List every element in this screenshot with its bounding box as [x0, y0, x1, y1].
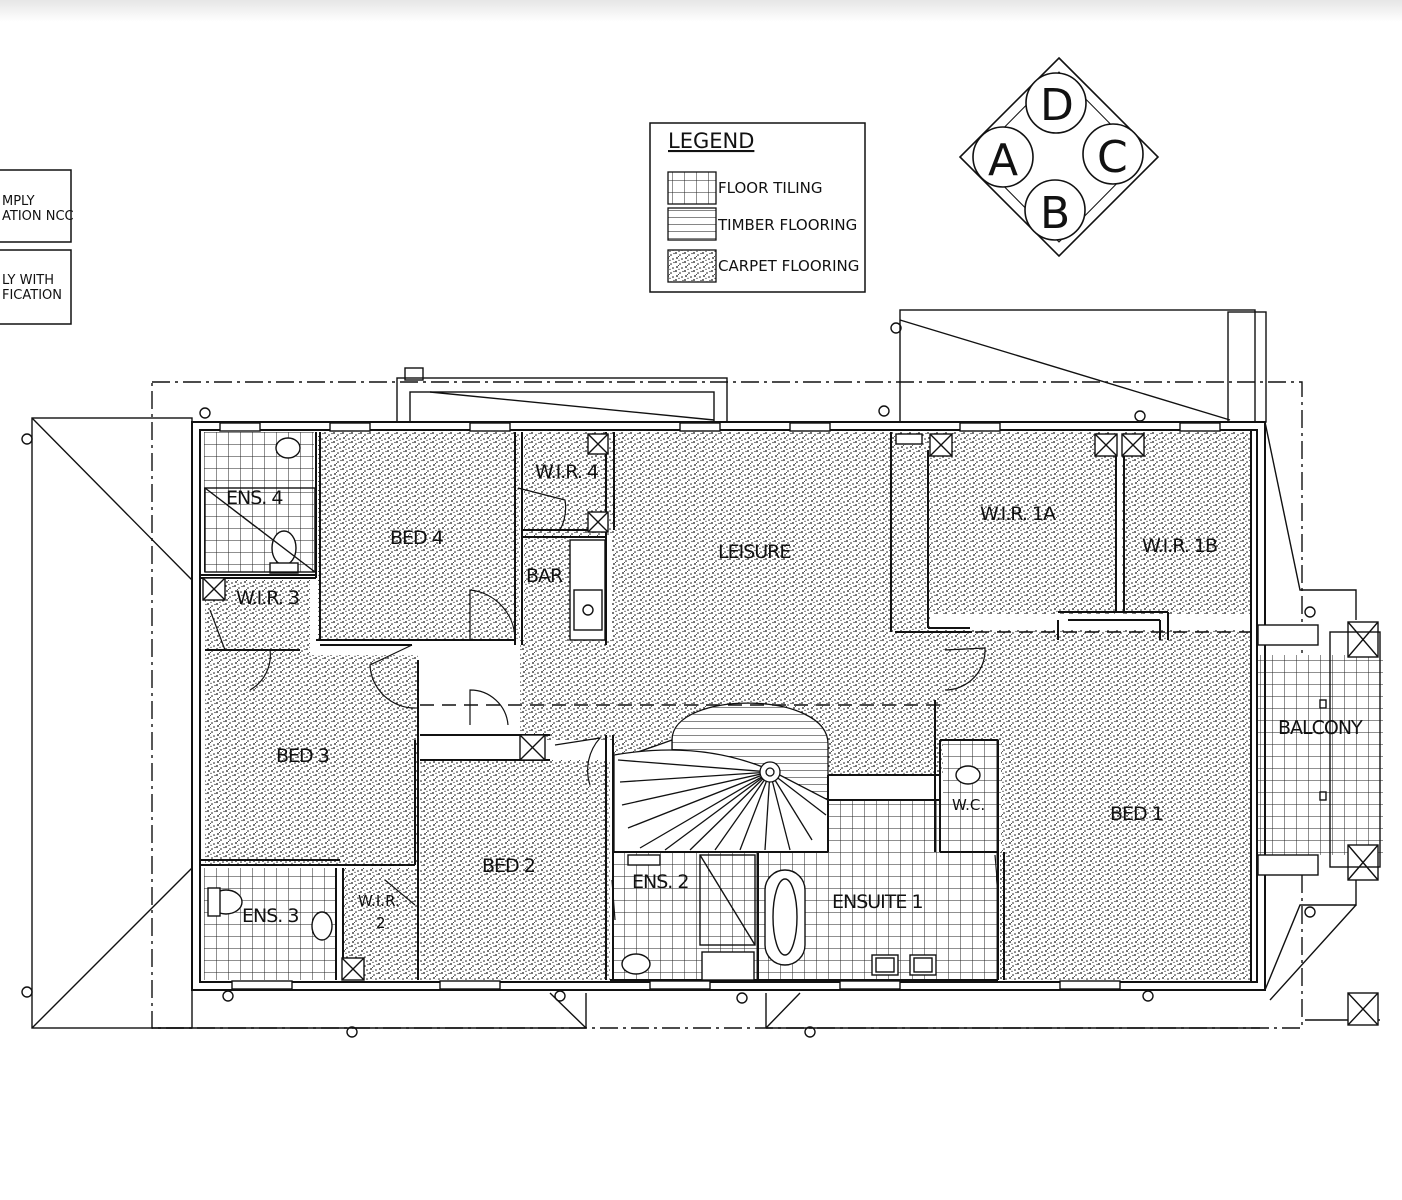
room-label-leisure: LEISURE: [718, 541, 790, 563]
legend-swatch-carpet: [667, 249, 717, 283]
walls: [191, 421, 1266, 991]
room-label-wir2: W.I.R.: [358, 892, 400, 910]
room-label-ens3: ENS. 3: [242, 905, 298, 927]
room-label-bed4: BED 4: [390, 527, 444, 549]
legend: LEGEND FLOOR TILING TIMBER FLOORING CARP…: [649, 122, 866, 293]
room-label-ensuite1: ENSUITE 1: [832, 891, 923, 913]
spiral-stair: [613, 702, 829, 853]
room-label-wir1a: W.I.R. 1A: [980, 503, 1056, 525]
room-label-wir1b: W.I.R. 1B: [1142, 535, 1217, 557]
legend-swatch-timber: [667, 207, 717, 241]
side-note-box-2: LY WITH FICATION: [0, 249, 72, 325]
room-label-bed2: BED 2: [482, 855, 535, 877]
room-label-bed1: BED 1: [1110, 803, 1163, 825]
legend-title: LEGEND: [668, 129, 754, 153]
room-label-wir2-number: 2: [376, 914, 386, 932]
svg-text:LY WITH: LY WITH: [2, 273, 54, 288]
cupboard-boxes: [202, 433, 1379, 1026]
svg-text:ATION NCC: ATION NCC: [2, 209, 74, 224]
room-label-wir4: W.I.R. 4: [535, 461, 599, 483]
legend-label-timber: TIMBER FLOORING: [717, 216, 857, 234]
side-note-box-1: MPLY ATION NCC: [0, 169, 74, 243]
elevation-compass: D A C B: [958, 56, 1160, 258]
svg-text:FICATION: FICATION: [2, 288, 62, 303]
door-swings: [209, 487, 999, 921]
compass-label-d: D: [1040, 80, 1074, 131]
compass-label-a: A: [988, 135, 1018, 186]
legend-label-tiling: FLOOR TILING: [718, 179, 822, 197]
compass-label-b: B: [1040, 188, 1070, 239]
fixtures: [202, 422, 1381, 1026]
legend-swatch-tiling: [667, 171, 717, 205]
room-label-ens4: ENS. 4: [226, 487, 283, 509]
viewer-top-shadow: [0, 0, 1402, 22]
room-label-bed3: BED 3: [276, 745, 329, 767]
room-label-balcony: BALCONY: [1278, 717, 1363, 739]
compass-label-c: C: [1097, 132, 1128, 183]
room-label-wir3: W.I.R. 3: [236, 587, 299, 609]
room-labels: ENS. 4 BED 4 W.I.R. 4 BAR LEISURE W.I.R.…: [226, 461, 1364, 932]
legend-label-carpet: CARPET FLOORING: [718, 257, 859, 275]
room-label-wc: W.C.: [952, 796, 985, 814]
svg-text:MPLY: MPLY: [2, 194, 35, 209]
room-label-bar: BAR: [526, 565, 563, 587]
room-label-ens2: ENS. 2: [632, 871, 688, 893]
